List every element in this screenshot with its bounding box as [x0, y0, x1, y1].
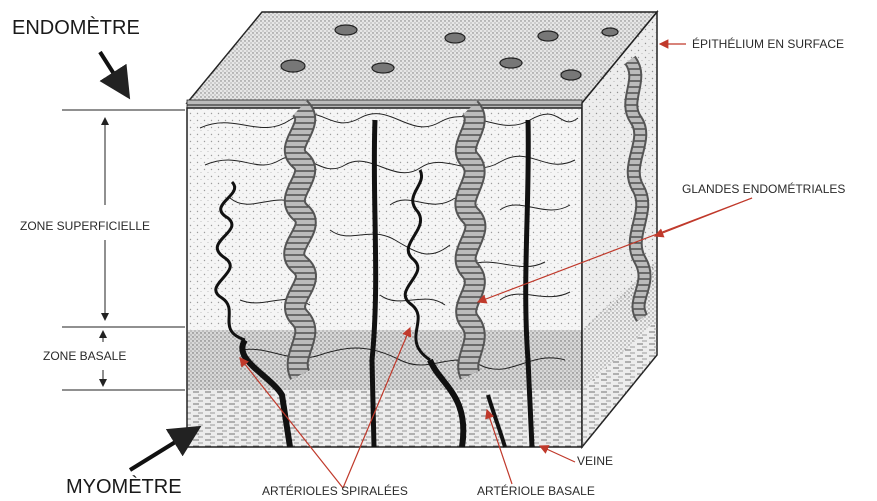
tissue-block	[187, 12, 657, 447]
label-endometre: ENDOMÈTRE	[12, 17, 140, 40]
label-zone-superficielle: ZONE SUPERFICIELLE	[20, 219, 150, 233]
label-epithelium: ÉPITHÉLIUM EN SURFACE	[692, 37, 844, 51]
label-arterioles-spiralees: ARTÉRIOLES SPIRALÉES	[262, 484, 408, 498]
label-veine: VEINE	[577, 454, 613, 468]
label-glandes: GLANDES ENDOMÉTRIALES	[682, 182, 845, 196]
layer-arrows	[100, 52, 198, 470]
label-arteriole-basale: ARTÉRIOLE BASALE	[477, 484, 595, 498]
label-myometre: MYOMÈTRE	[66, 476, 182, 499]
label-zone-basale: ZONE BASALE	[43, 349, 126, 363]
zone-markers	[62, 110, 185, 390]
